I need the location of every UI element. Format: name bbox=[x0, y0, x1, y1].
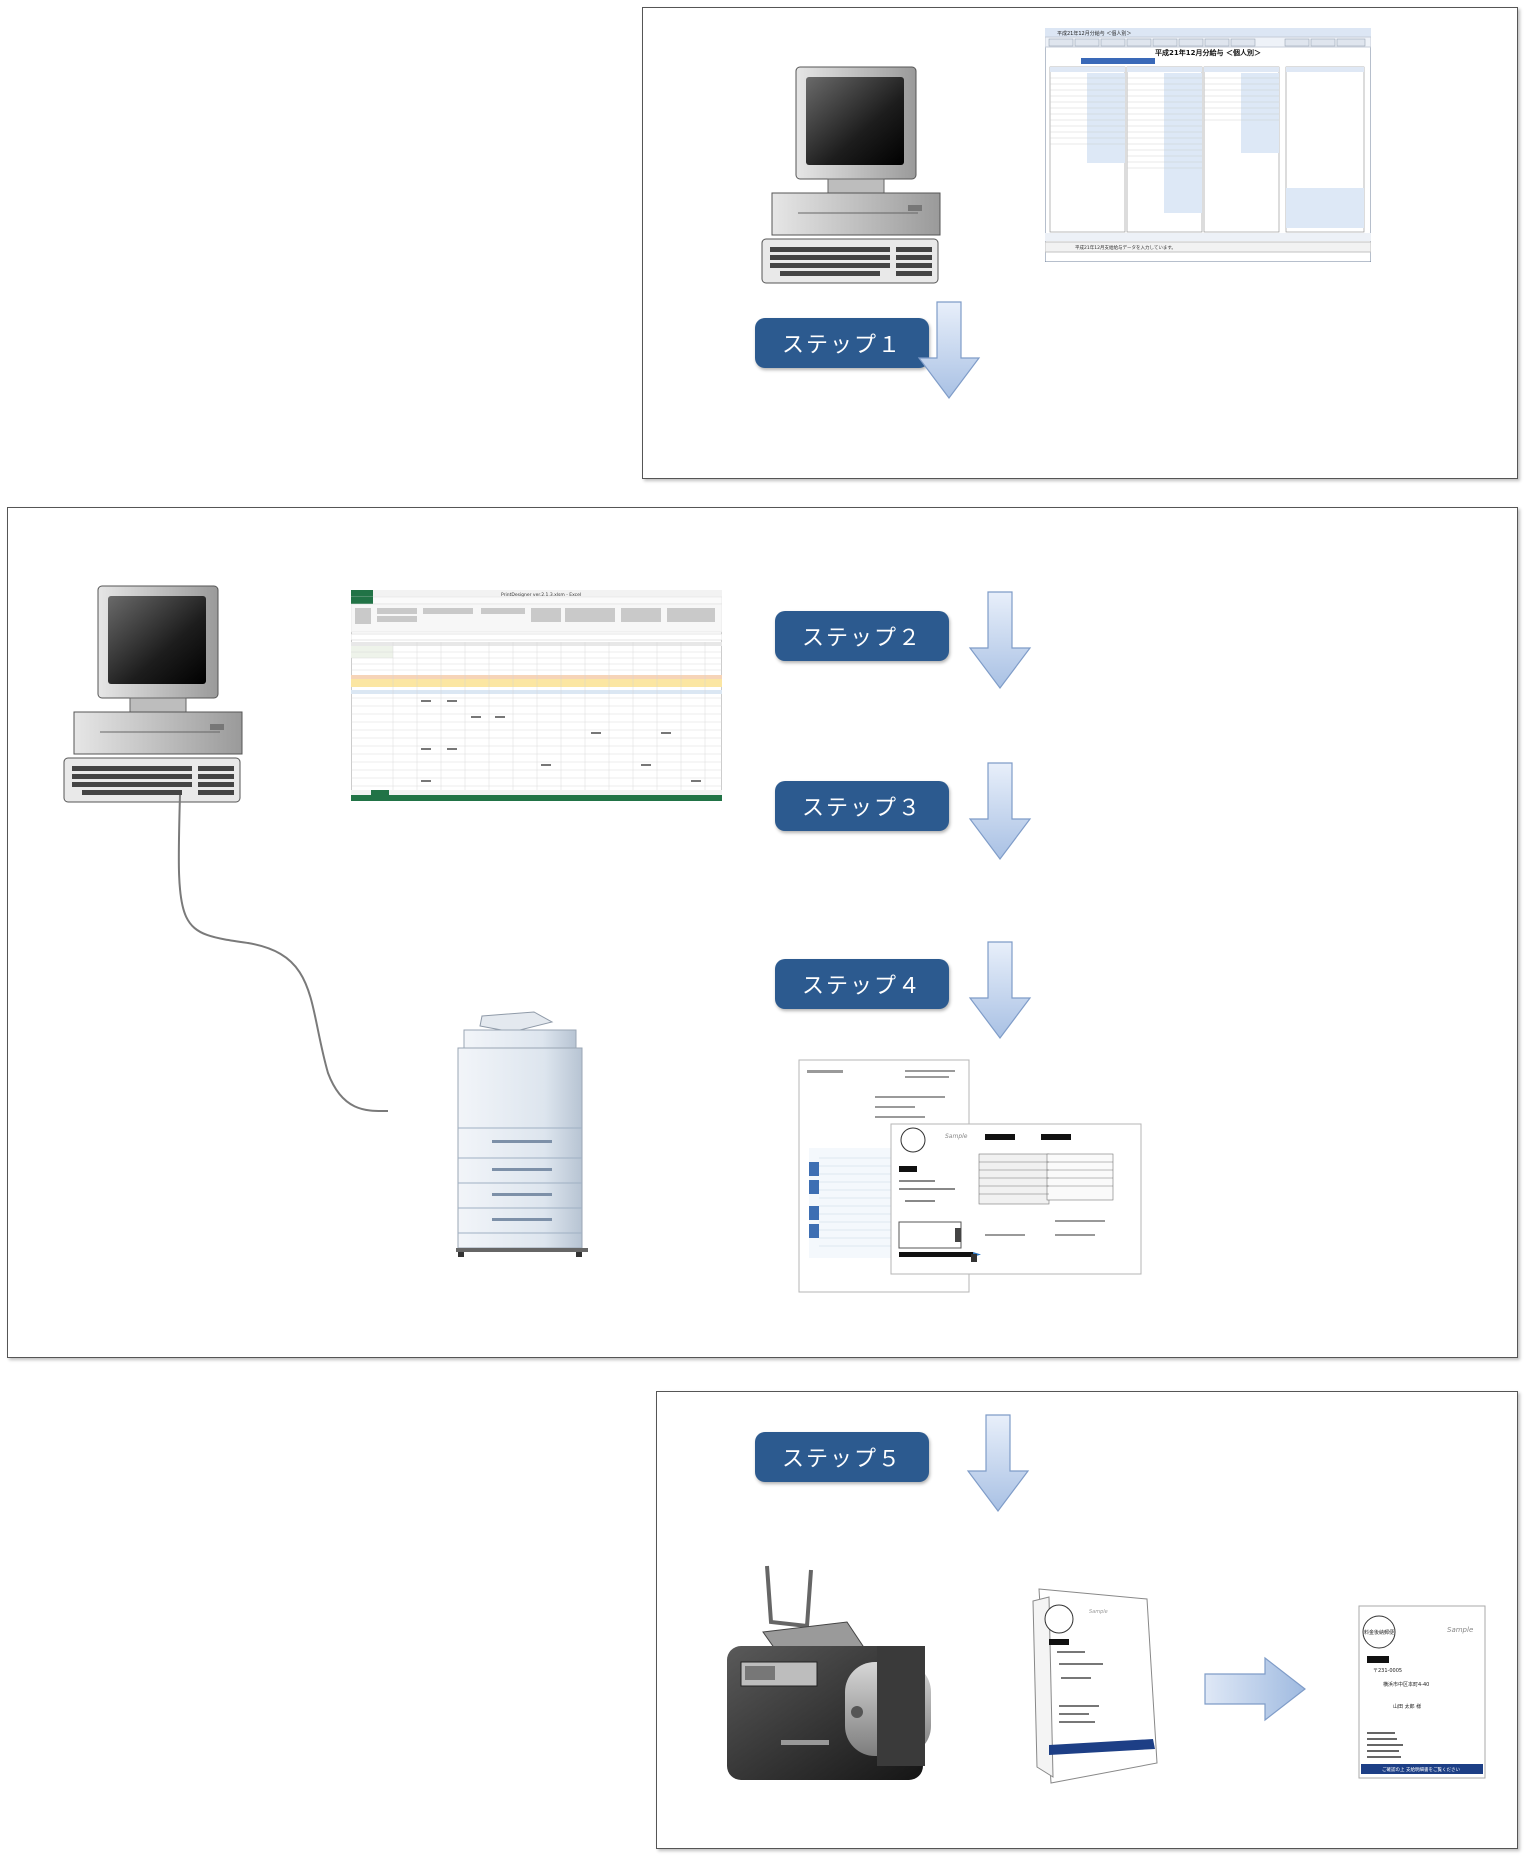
right-arrow-icon bbox=[1204, 1656, 1306, 1722]
payroll-window-title: 平成21年12月分給与 ＜個人別＞ bbox=[1057, 30, 1131, 37]
recipient-address: 横浜市中区本町4-40 bbox=[1383, 1681, 1429, 1688]
step1-arrow-icon bbox=[917, 301, 981, 399]
step3-badge: ステップ３ bbox=[775, 781, 949, 831]
payroll-status-text: 平成21年12月支給給与データを入力しています。 bbox=[1075, 244, 1176, 251]
computer-icon bbox=[63, 585, 243, 803]
payroll-heading: 平成21年12月分給与 ＜個人別＞ bbox=[1155, 48, 1261, 57]
panel-step5: ステップ５ Sample bbox=[656, 1391, 1518, 1849]
printer-icon bbox=[456, 1011, 588, 1257]
step1-badge: ステップ１ bbox=[755, 318, 929, 368]
final-sample-mark: Sample bbox=[1447, 1626, 1473, 1634]
payslip-footer: ご確認の上 支給明細書をご覧ください bbox=[1382, 1766, 1460, 1773]
excel-window-title: PrintDesigner ver.2.1.3.xlsm - Excel bbox=[501, 592, 581, 598]
computer-icon bbox=[761, 66, 941, 284]
recipient-name: 山田 太郎 様 bbox=[1393, 1703, 1421, 1710]
excel-screenshot: PrintDesigner ver.2.1.3.xlsm - Excel bbox=[351, 590, 722, 801]
step4-arrow-icon bbox=[968, 941, 1032, 1039]
panel-steps2-4: PrintDesigner ver.2.1.3.xlsm - Excel bbox=[7, 507, 1518, 1358]
folded-sample-mark: Sample bbox=[1089, 1609, 1108, 1615]
sealed-payslip: 料金後納郵便 Sample 〒231-0005 横浜市中区本町4-40 山田 太… bbox=[1358, 1605, 1486, 1779]
step3-arrow-icon bbox=[968, 762, 1032, 860]
step2-arrow-icon bbox=[968, 591, 1032, 689]
payroll-software-screenshot: 平成21年12月分給与 ＜個人別＞ 平成21年12月分給与 ＜個人別＞ bbox=[1045, 28, 1371, 262]
step5-arrow-icon bbox=[966, 1414, 1030, 1512]
sample-mark: Sample bbox=[945, 1133, 968, 1140]
folding-machine-icon bbox=[727, 1565, 931, 1780]
printed-payslips: Sample bbox=[798, 1059, 1142, 1293]
panel-step1: 平成21年12月分給与 ＜個人別＞ 平成21年12月分給与 ＜個人別＞ bbox=[642, 7, 1518, 479]
folded-payslip: Sample bbox=[1032, 1588, 1158, 1784]
postage-mark: 料金後納郵便 bbox=[1364, 1629, 1394, 1636]
step4-badge: ステップ４ bbox=[775, 959, 949, 1009]
step5-badge: ステップ５ bbox=[755, 1432, 929, 1482]
step2-badge: ステップ２ bbox=[775, 611, 949, 661]
cable-connector bbox=[177, 794, 389, 1113]
zip-code: 〒231-0005 bbox=[1373, 1668, 1402, 1674]
